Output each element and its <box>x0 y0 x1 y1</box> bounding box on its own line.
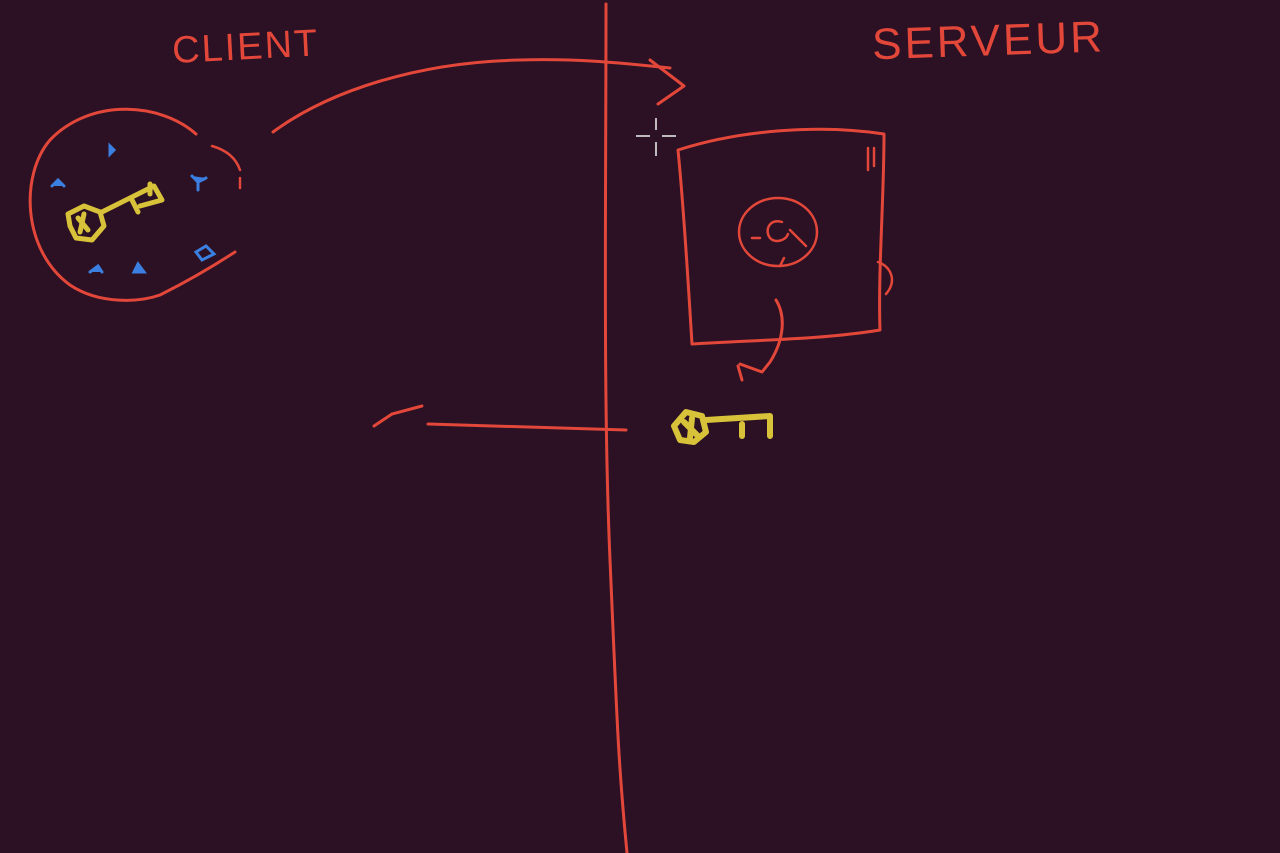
return-stroke-tip <box>372 404 424 428</box>
client-scatter-dots <box>50 142 217 274</box>
server-safe-hinge <box>866 146 894 296</box>
label-server: SERVEUR <box>871 12 1105 69</box>
safe-output-stroke <box>736 298 784 382</box>
crosshair-cursor-icon <box>636 118 676 156</box>
label-client: CLIENT <box>171 22 320 72</box>
client-key-icon <box>65 181 165 243</box>
client-to-server-arrow <box>271 58 672 134</box>
return-stroke <box>426 422 628 432</box>
arrow-head <box>648 58 686 106</box>
server-safe <box>676 127 886 346</box>
client-circle-arc <box>210 144 242 190</box>
divider-line <box>603 2 629 853</box>
server-key-icon <box>671 409 773 445</box>
safe-dial-icon <box>737 196 819 268</box>
client-circle <box>28 107 237 302</box>
